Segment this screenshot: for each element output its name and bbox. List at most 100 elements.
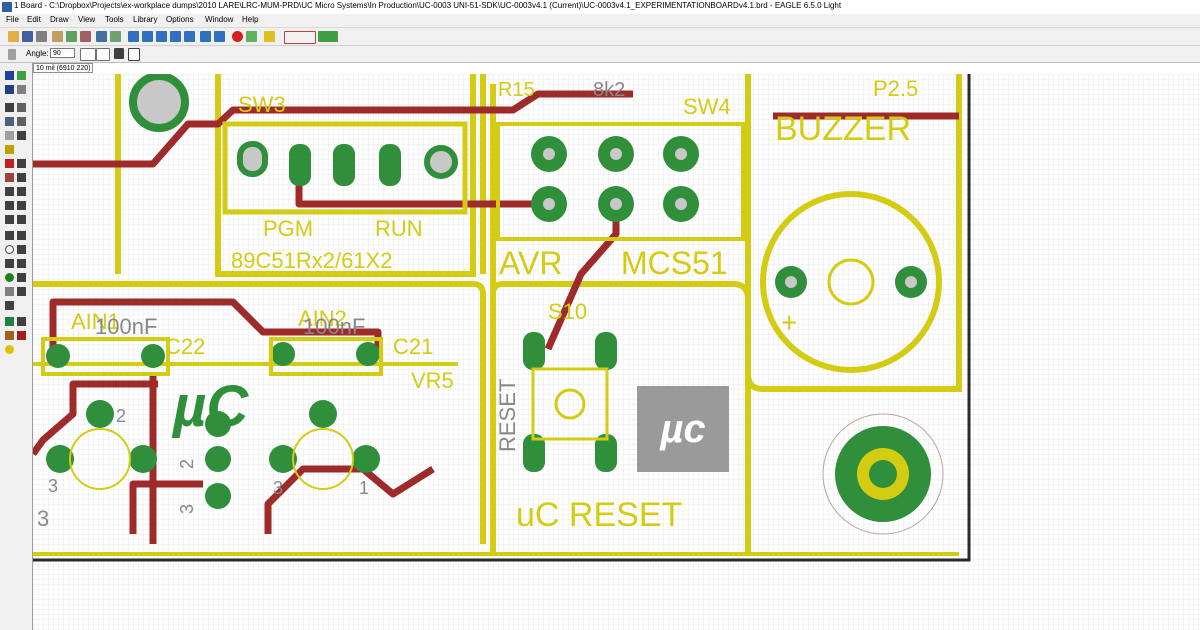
go-icon[interactable] (246, 31, 257, 42)
mirror-tool-icon[interactable] (5, 117, 14, 126)
value-icon[interactable] (17, 173, 26, 182)
cam-icon[interactable] (52, 31, 63, 42)
spin-icon[interactable] (96, 48, 110, 61)
title-bar: 1 Board - C:\Dropbox\Projects\ex-workpla… (0, 0, 1200, 15)
rotate-icon[interactable] (17, 117, 26, 126)
print-icon[interactable] (36, 31, 47, 42)
errors-icon[interactable] (5, 345, 14, 354)
script-icon[interactable] (96, 31, 107, 42)
smash-icon[interactable] (5, 187, 14, 196)
pin-label-3-arrow: 3 (37, 506, 49, 531)
pcb-quote-icon[interactable] (318, 31, 338, 42)
undo-icon[interactable] (200, 31, 211, 42)
rect-icon[interactable] (5, 259, 14, 268)
signal-icon[interactable] (17, 273, 26, 282)
attribute-icon[interactable] (17, 287, 26, 296)
logo-text: µc (659, 407, 705, 451)
zoom-select-icon[interactable] (184, 31, 195, 42)
menu-draw[interactable]: Draw (50, 15, 69, 24)
miter-icon[interactable] (17, 187, 26, 196)
sch-icon[interactable] (66, 31, 77, 42)
mirror-icon[interactable] (80, 48, 96, 61)
drc-icon[interactable] (17, 331, 26, 340)
filled-rect-icon[interactable] (114, 48, 124, 59)
text-icon[interactable] (17, 231, 26, 240)
window-title: 1 Board - C:\Dropbox\Projects\ex-workpla… (14, 1, 842, 10)
menu-window[interactable]: Window (205, 15, 234, 24)
label-vr5: VR5 (411, 368, 454, 393)
redo-icon[interactable] (214, 31, 225, 42)
arc-icon[interactable] (17, 245, 26, 254)
delete-icon[interactable] (5, 159, 14, 168)
label-s10: S10 (548, 299, 587, 324)
polygon-icon[interactable] (17, 259, 26, 268)
zoom-out-icon[interactable] (156, 31, 167, 42)
open-icon[interactable] (8, 31, 19, 42)
save-icon[interactable] (22, 31, 33, 42)
menu-tools[interactable]: Tools (105, 15, 124, 24)
zoom-redraw-icon[interactable] (170, 31, 181, 42)
grip-icon (8, 49, 16, 60)
menu-help[interactable]: Help (242, 15, 259, 24)
zoom-in-icon[interactable] (142, 31, 153, 42)
reset-switch-body (531, 367, 609, 441)
board-canvas[interactable]: µc µC (33, 74, 1200, 630)
uc-logo-large: µc (637, 386, 729, 472)
angle-select[interactable]: 90 (50, 48, 75, 58)
copy-icon[interactable] (17, 103, 26, 112)
mark-icon[interactable] (17, 85, 26, 94)
board-outline (33, 74, 971, 562)
pads (46, 74, 927, 509)
reset-switch-button (554, 388, 586, 420)
label-ain1: AIN1 (71, 309, 120, 334)
dimension-icon[interactable] (5, 301, 14, 310)
label-r15-value: 8k2 (593, 79, 625, 101)
circle-icon[interactable] (5, 245, 14, 254)
menu-bar: File Edit Draw View Tools Library Option… (0, 14, 1200, 28)
pin-label-3b: 3 (273, 478, 283, 498)
optimize-icon[interactable] (17, 201, 26, 210)
parameter-toolbar: Angle: 90 (0, 46, 1200, 63)
menu-edit[interactable]: Edit (27, 15, 41, 24)
main-toolbar (0, 28, 1200, 46)
label-sw4: SW4 (683, 94, 731, 119)
split-icon[interactable] (5, 201, 14, 210)
zoom-fit-icon[interactable] (128, 31, 139, 42)
label-p25: P2.5 (873, 76, 918, 101)
help-icon[interactable] (264, 31, 275, 42)
label-c22: C22 (165, 334, 205, 359)
name-icon[interactable] (5, 173, 14, 182)
change-icon[interactable] (17, 131, 26, 140)
add-icon[interactable] (17, 159, 26, 168)
auto-icon[interactable] (17, 317, 26, 326)
wire-icon[interactable] (5, 231, 14, 240)
outline-rect-icon[interactable] (128, 48, 140, 61)
ratsnest-icon[interactable] (5, 317, 14, 326)
label-mcs51: MCS51 (621, 245, 728, 281)
display-icon[interactable] (5, 85, 14, 94)
ripup-icon[interactable] (17, 215, 26, 224)
label-uc-reset: uC RESET (516, 496, 682, 534)
show-icon[interactable] (17, 71, 26, 80)
label-c21-value: 100nF (303, 314, 365, 339)
jack-pin (869, 460, 897, 488)
pin-label-3: 3 (48, 476, 58, 496)
design-link-icon[interactable] (284, 31, 316, 44)
route-icon[interactable] (5, 215, 14, 224)
group-icon[interactable] (5, 131, 14, 140)
hole-icon[interactable] (5, 287, 14, 296)
silkscreen-outlines (33, 74, 962, 556)
info-icon[interactable] (5, 71, 14, 80)
stop-icon[interactable] (232, 31, 243, 42)
ulp-icon[interactable] (110, 31, 121, 42)
erc-icon[interactable] (5, 331, 14, 340)
coordinate-display: 10 mil (6910 220) (33, 63, 93, 73)
menu-view[interactable]: View (78, 15, 96, 24)
brd-icon[interactable] (80, 31, 91, 42)
menu-file[interactable]: File (6, 15, 19, 24)
via-icon[interactable] (5, 273, 14, 282)
move-icon[interactable] (5, 103, 14, 112)
menu-options[interactable]: Options (166, 15, 194, 24)
paste-icon[interactable] (5, 145, 14, 154)
menu-library[interactable]: Library (133, 15, 158, 24)
